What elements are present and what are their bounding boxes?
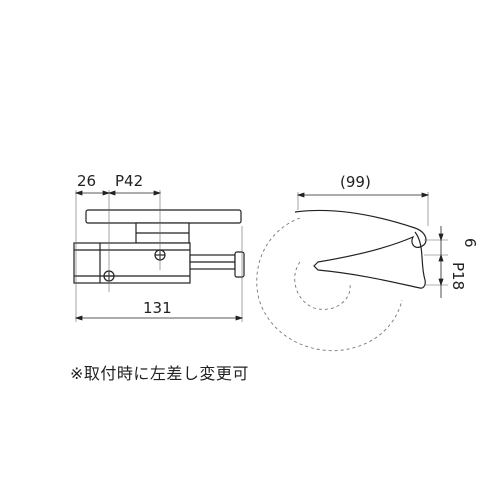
dim-6-label: 6 (461, 238, 479, 248)
dim-131-label: 131 (143, 299, 172, 317)
side-view (73, 209, 245, 284)
center-lines (75, 190, 243, 322)
dim-p42-label: P42 (115, 172, 143, 190)
mounting-note: ※取付時に左差し変更可 (70, 364, 249, 383)
dim-top-left (74, 190, 162, 196)
dim-bottom (74, 315, 244, 321)
end-cap (234, 251, 245, 278)
dim-right-vertical (424, 226, 448, 298)
dim-26-label: 26 (77, 172, 96, 190)
dim-p18-label: P18 (449, 262, 467, 290)
paper-roll-outline (256, 217, 403, 352)
dim-99-label: (99) (340, 173, 371, 191)
body-block (73, 242, 191, 284)
dim-top-right (296, 192, 430, 226)
holder-arm (294, 209, 427, 289)
